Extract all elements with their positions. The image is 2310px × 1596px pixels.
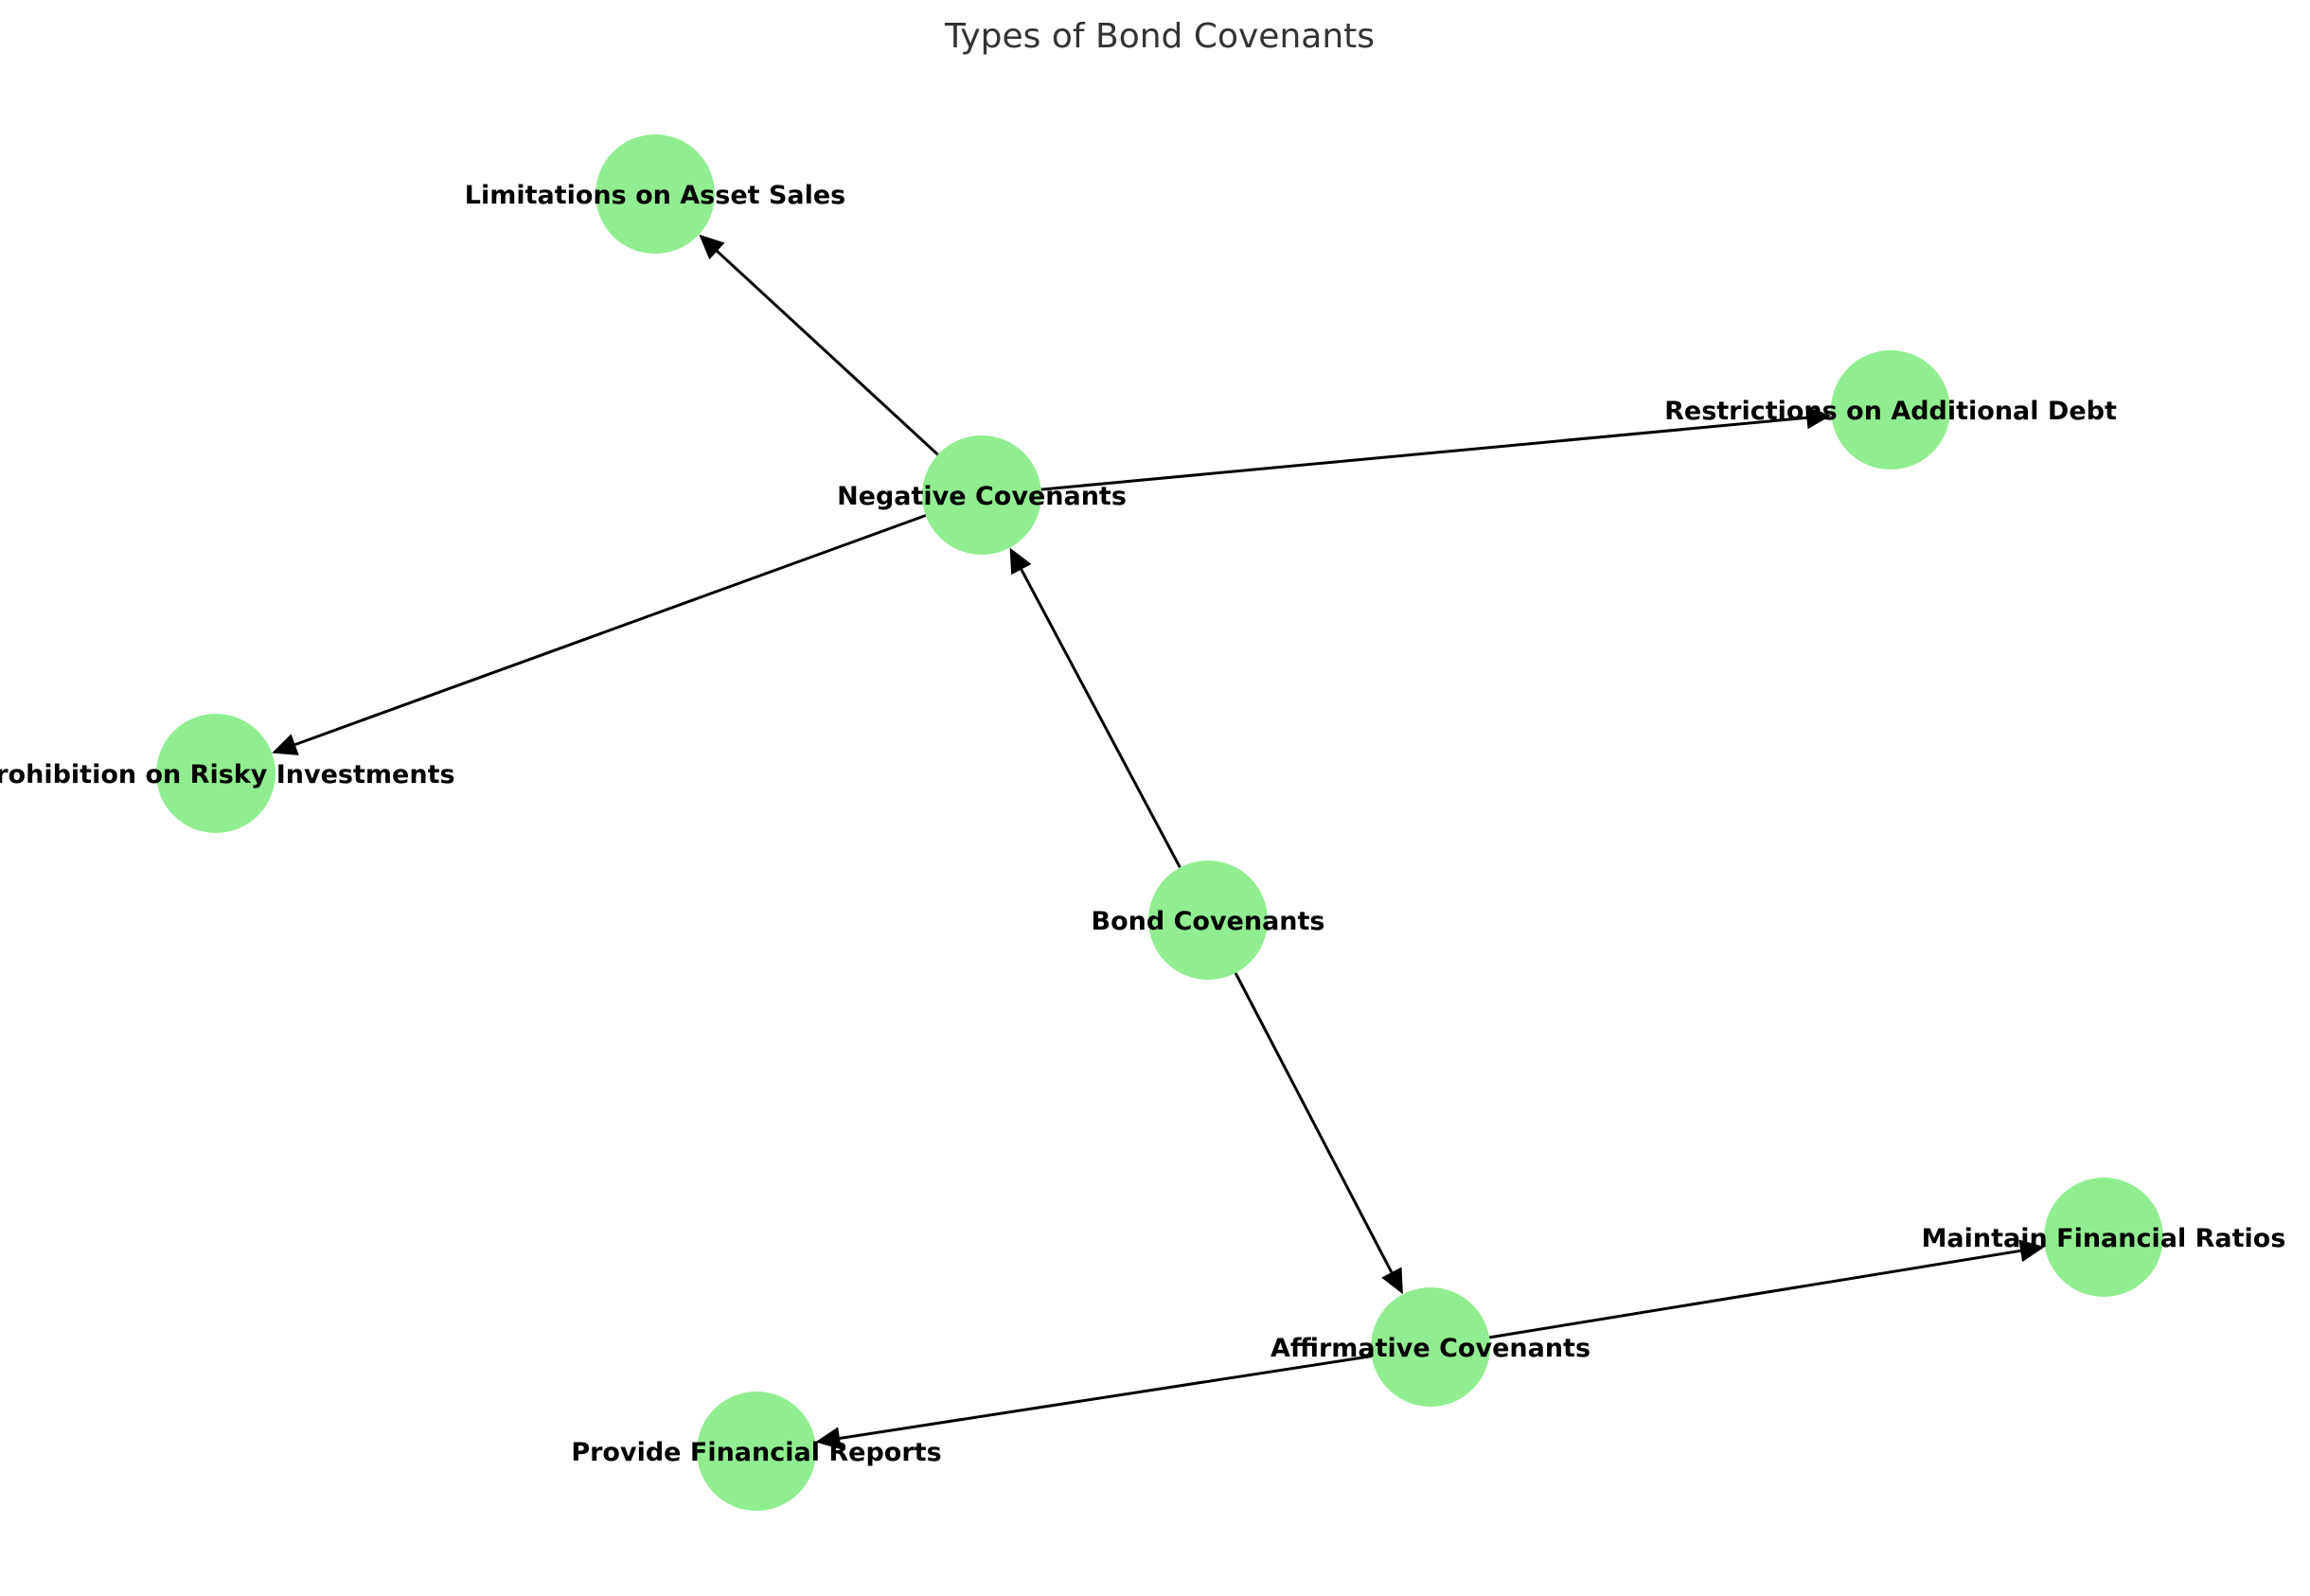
- edge-affirmative-to-financial_reports: [815, 1355, 1372, 1450]
- arrow-head: [1381, 1267, 1403, 1295]
- node-label-financial-ratios: Maintain Financial Ratios: [1922, 1224, 2286, 1253]
- edge-line: [1234, 972, 1394, 1273]
- arrow-head: [815, 1427, 842, 1450]
- edge-line: [1040, 416, 1807, 491]
- nodes-layer: [156, 134, 2163, 1511]
- edge-negative-to-risky_investments: [272, 514, 927, 755]
- edge-bond-to-affirmative: [1234, 972, 1403, 1295]
- arrow-head: [272, 734, 299, 755]
- edge-affirmative-to-financial_ratios: [1488, 1239, 2045, 1339]
- node-asset-sales: [595, 134, 715, 254]
- node-label-asset-sales: Limitations on Asset Sales: [465, 181, 846, 210]
- edge-negative-to-asset_sales: [699, 234, 939, 456]
- node-bond: [1148, 860, 1268, 980]
- edge-line: [1488, 1249, 2021, 1339]
- arrow-head: [1805, 406, 1832, 430]
- node-financial-ratios: [2044, 1178, 2163, 1297]
- diagram-title: Types of Bond Covenants: [944, 17, 1375, 56]
- node-label-bond: Bond Covenants: [1092, 907, 1325, 936]
- arrow-head: [1009, 547, 1032, 576]
- node-label-risky-investments: Prohibition on Risky Investments: [0, 760, 455, 789]
- edge-line: [1020, 568, 1182, 869]
- labels-layer: Bond Covenants Negative CovenantsAffirmat…: [0, 181, 2285, 1467]
- arrow-head: [699, 234, 725, 260]
- node-negative: [922, 435, 1041, 555]
- node-risky-investments: [156, 714, 275, 833]
- edge-line: [839, 1355, 1372, 1440]
- edge-bond-to-negative: [1009, 547, 1182, 869]
- node-label-financial-reports: Provide Financial Reports: [571, 1438, 941, 1467]
- arrow-head: [2018, 1239, 2045, 1263]
- node-label-additional-debt: Restrictions on Additional Debt: [1664, 397, 2117, 426]
- node-label-affirmative: Affirmative Covenants: [1270, 1334, 1590, 1363]
- node-financial-reports: [697, 1392, 816, 1511]
- edge-negative-to-additional_debt: [1040, 406, 1832, 491]
- node-affirmative: [1371, 1287, 1490, 1407]
- edge-line: [716, 250, 939, 456]
- edges-layer: [272, 234, 2045, 1450]
- node-additional-debt: [1831, 350, 1950, 470]
- edge-line: [294, 514, 927, 747]
- node-label-negative: Negative Covenants: [837, 482, 1127, 511]
